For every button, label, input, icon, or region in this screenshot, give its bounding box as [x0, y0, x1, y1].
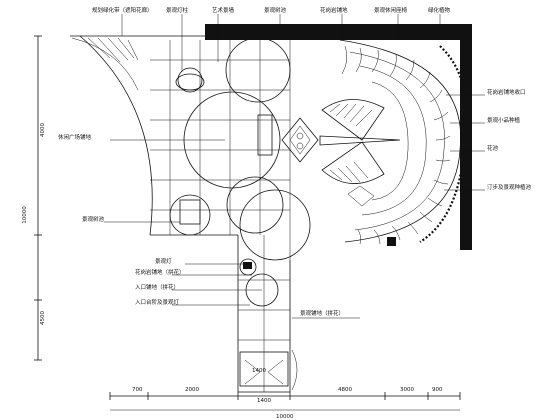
corridor-paving: [238, 235, 290, 392]
tree-canopies: [169, 37, 311, 307]
accent-block: [387, 237, 396, 246]
wall-solid: [205, 24, 472, 250]
leaders-right: [444, 94, 485, 191]
entrance-steps: [239, 349, 298, 391]
radial-paving: [319, 99, 401, 207]
callout-top-4: 景观树池: [264, 6, 287, 14]
plaza-arc-west: [79, 35, 153, 236]
dim-left-total: 10000: [22, 206, 28, 224]
callout-left-1: 休闲广场铺地: [58, 133, 92, 141]
callout-bottom-1: 景观灯: [155, 257, 172, 265]
callout-right-4: 汀步及景观种植池: [487, 183, 532, 191]
callout-top-6: 景观休闲座椅: [374, 6, 408, 14]
accent-block-2: [243, 262, 252, 269]
planter-oval: [175, 73, 205, 91]
dim-left-upper: 4000: [40, 123, 46, 137]
dim-bottom-4: 4800: [338, 387, 352, 393]
dim-bottom-6: 900: [432, 387, 443, 393]
leaders-top: [121, 14, 441, 72]
callout-top-2: 景观灯柱: [166, 6, 189, 14]
callout-right-1: 花岗岩铺地收口: [487, 88, 526, 96]
callout-top-3: 艺术景墙: [212, 6, 235, 14]
callout-bottom-5: 景观铺地（拼花）: [300, 309, 344, 317]
callout-top-5: 花岗岩铺地: [320, 6, 348, 14]
dim-bottom-total: 10000: [276, 414, 294, 420]
dim-bottom-3: 1400: [257, 398, 271, 404]
callout-left-2: 景观树池: [82, 215, 105, 223]
bench: [257, 114, 273, 156]
callout-right-2: 景观小品种植: [487, 116, 521, 124]
plaza-grid: [150, 40, 291, 260]
amphitheatre: [339, 39, 469, 245]
dim-bottom-1: 700: [132, 387, 143, 393]
planter-square: [179, 199, 201, 225]
callout-top-7: 绿化植物: [428, 6, 451, 14]
dim-left: [34, 35, 42, 361]
plaza-hatch: [71, 37, 139, 91]
callout-top-1: 规划绿化带（遮阳花廊）: [92, 6, 153, 14]
dim-bottom: [109, 392, 461, 411]
dim-bottom-2: 2000: [185, 387, 199, 393]
callout-bottom-3: 入口铺地（拼花）: [135, 283, 179, 291]
leaders-bottom: [172, 263, 360, 319]
diamond-feature: [281, 117, 319, 163]
leaders-left: [104, 139, 225, 223]
callout-bottom-2: 花岗岩铺地（拼花）: [135, 268, 185, 276]
dim-corridor: 1400: [252, 368, 266, 374]
callout-right-3: 花池: [487, 144, 499, 152]
callout-bottom-4: 入口台阶及景观灯: [135, 298, 180, 306]
dim-bottom-5: 3000: [400, 387, 414, 393]
dim-left-lower: 4500: [40, 311, 46, 325]
